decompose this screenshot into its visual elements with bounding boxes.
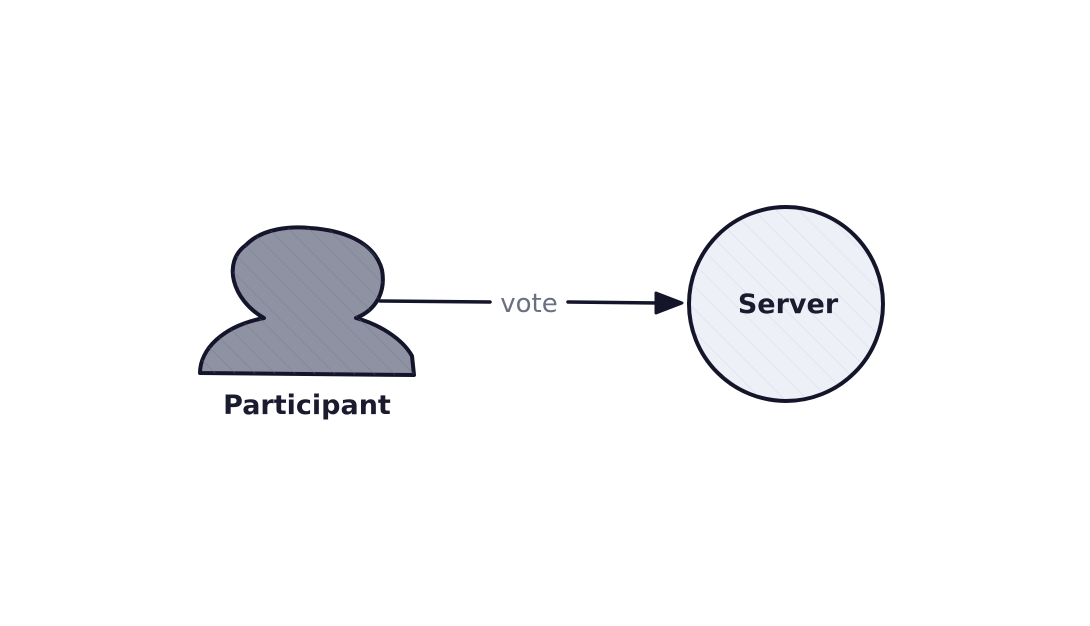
arrowhead bbox=[654, 291, 684, 315]
participant-node[interactable]: Participant bbox=[198, 225, 416, 421]
edge-line-left bbox=[378, 299, 492, 304]
edge-line-right bbox=[566, 300, 662, 305]
edge-vote[interactable]: vote bbox=[378, 289, 684, 319]
edge-label-vote: vote bbox=[500, 289, 557, 319]
server-label: Server bbox=[738, 289, 839, 320]
server-hatching bbox=[691, 209, 881, 399]
participant-label: Participant bbox=[223, 390, 391, 421]
server-node[interactable]: Server bbox=[687, 205, 885, 403]
participant-hatching bbox=[200, 227, 414, 375]
